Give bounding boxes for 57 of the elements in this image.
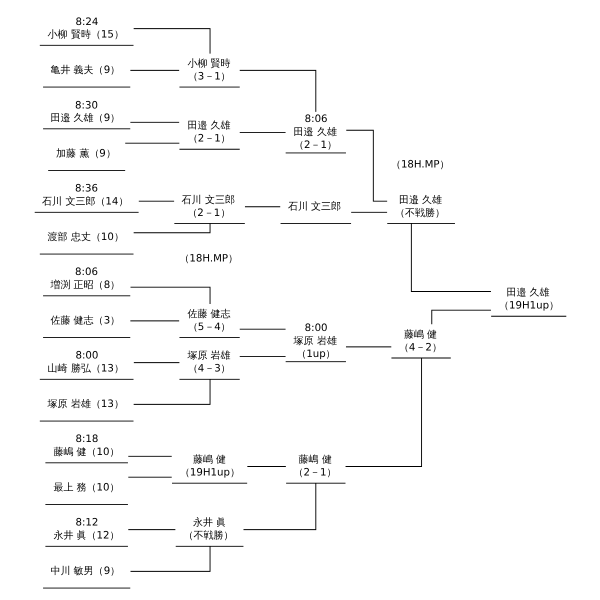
node-text: 田邉 久雄 （19H1up） xyxy=(498,288,559,312)
node-text: 8:00 塚原 岩雄 （1up） xyxy=(293,322,336,360)
node-text: 8:00 山崎 勝弘（13） xyxy=(47,350,124,375)
node-text: 8:12 永井 眞（12） xyxy=(52,518,119,542)
node-text: 8:06 増渕 正昭（8） xyxy=(50,267,120,292)
node-text: 亀井 義夫（9） xyxy=(50,64,120,76)
node-text: 8:24 小柳 賢時（15） xyxy=(47,16,124,41)
connector xyxy=(130,546,210,572)
connector xyxy=(129,320,180,322)
connector xyxy=(410,223,491,292)
node-text: 藤嶋 健 （19H1up） xyxy=(179,454,240,479)
node-text: 塚原 岩雄 （4－3） xyxy=(186,350,230,375)
connector xyxy=(127,456,172,457)
node-text: 8:36 石川 文三郎（14） xyxy=(42,184,128,208)
connector xyxy=(242,482,316,530)
node-text: 佐藤 健志 （5－4） xyxy=(186,308,230,333)
connector xyxy=(345,130,388,202)
connector xyxy=(138,200,174,202)
connector xyxy=(350,212,388,213)
node-text: 佐藤 健志（3） xyxy=(50,315,120,326)
node-text: 小柳 賢時 （3－1） xyxy=(186,58,230,82)
connector xyxy=(132,378,210,405)
connector xyxy=(345,346,392,348)
node-text: 8:06 田邉 久雄 （2－1） xyxy=(293,114,336,152)
node-text: 8:30 田邉 久雄（9） xyxy=(50,100,120,124)
connector xyxy=(238,328,286,330)
node-text: 藤嶋 健 （4－2） xyxy=(398,329,442,354)
connector xyxy=(127,476,172,478)
connector xyxy=(246,466,286,467)
connector xyxy=(129,122,180,123)
node-text: 中川 敏男（9） xyxy=(50,566,120,577)
connector xyxy=(132,28,210,54)
node-text: 渡部 忠丈（10） xyxy=(47,232,124,243)
connector xyxy=(238,132,286,134)
connector xyxy=(238,356,286,357)
node-text: 塚原 岩雄（13） xyxy=(47,398,124,410)
label: （18H.MP） xyxy=(390,160,450,171)
node-text: 石川 文三郎 （2－1） xyxy=(181,194,235,219)
connector xyxy=(344,358,422,467)
connector xyxy=(132,223,210,234)
connector xyxy=(244,206,280,208)
label: （18H.MP） xyxy=(178,253,238,264)
connector xyxy=(124,142,180,144)
node-text: 8:18 藤嶋 健（10） xyxy=(52,434,119,458)
connector xyxy=(430,310,491,325)
connector xyxy=(129,70,180,71)
connector xyxy=(127,529,176,530)
connector xyxy=(130,286,210,304)
connector xyxy=(132,362,180,364)
node-text: 加藤 薫（9） xyxy=(56,148,116,160)
node-text: 石川 文三郎 xyxy=(287,201,341,212)
node-text: 藤嶋 健 （2－1） xyxy=(293,454,336,479)
node-text: 田邉 久雄 （2－1） xyxy=(186,120,230,145)
connector xyxy=(238,70,316,112)
node-text: 永井 眞 （不戦勝） xyxy=(183,518,234,542)
node-text: 田邉 久雄 （不戦勝） xyxy=(394,194,445,219)
node-text: 最上 務（10） xyxy=(52,482,119,494)
